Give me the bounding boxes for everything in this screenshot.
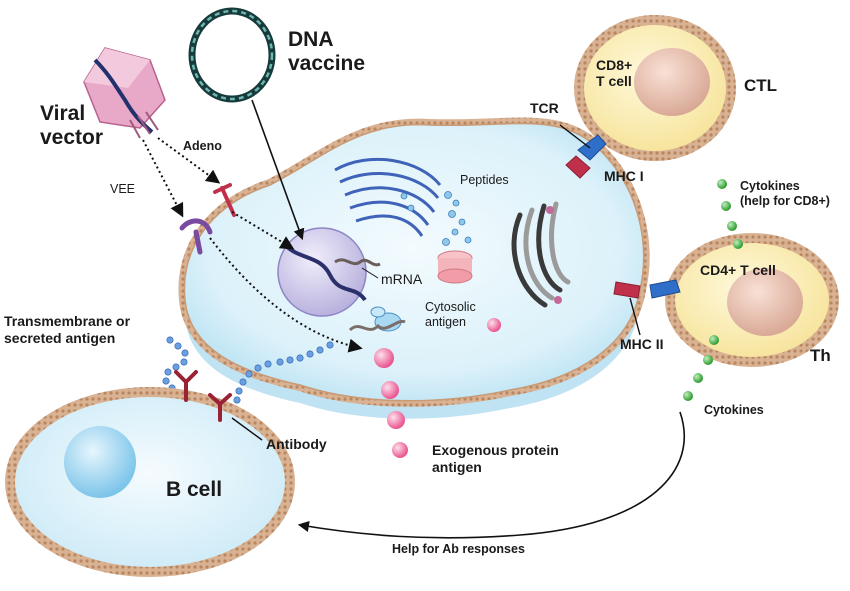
nuclear-dna [283,243,367,302]
label-peptides: Peptides [460,173,509,187]
viral-entry-arrows [142,137,363,353]
adeno-receptor [213,183,236,217]
vee-receptor [179,218,213,255]
ctl-nucleus [634,48,710,116]
antibody-icons [174,370,232,422]
proteasome [437,250,473,284]
dna-plasmid-icon [188,7,276,103]
mrna-strand [334,258,381,267]
label-vee: VEE [110,182,136,196]
label-th: Th [810,346,831,365]
label-cytokines-help: Cytokines(help for CD8+) [740,179,830,208]
dna-entry-arrow [251,99,305,241]
apc-nucleus [277,227,367,317]
label-b-cell: B cell [166,478,223,501]
antibody-pointer [231,417,263,441]
label-help-ab: Help for Ab responses [392,542,525,556]
mrna-pointer [361,267,379,279]
golgi-apparatus [511,201,571,308]
label-mhc2: MHC II [620,336,664,352]
nascent-antigen-chain [348,319,406,332]
viral-vector-icon [83,47,166,139]
apc-cytoplasm [183,122,645,402]
label-cd4-cell: CD4+ T cell [700,262,776,278]
secreted-antigen-chain [233,341,334,404]
label-cd8-cell: CD8+T cell [596,57,633,89]
tcr-mhc2-complex [613,279,681,336]
th-nucleus [727,268,803,336]
tcr-mhc1-complex [559,124,607,179]
label-cytokines: Cytokines [704,403,764,417]
b-cell-membrane [5,387,295,577]
label-tcr: TCR [530,100,559,116]
label-mhc1: MHC I [604,168,644,184]
vesicles [400,191,472,246]
endoplasmic-reticulum [334,157,442,237]
b-cell-nucleus [64,426,136,498]
label-ctl: CTL [744,76,778,95]
cytokine-particles-lower [683,335,719,401]
help-arrow [297,411,685,539]
cytokine-particles-upper [717,179,743,249]
label-mrna: mRNA [381,271,423,287]
label-antibody: Antibody [266,436,327,452]
label-adeno: Adeno [183,139,222,153]
exogenous-antigen-particles [374,318,501,458]
